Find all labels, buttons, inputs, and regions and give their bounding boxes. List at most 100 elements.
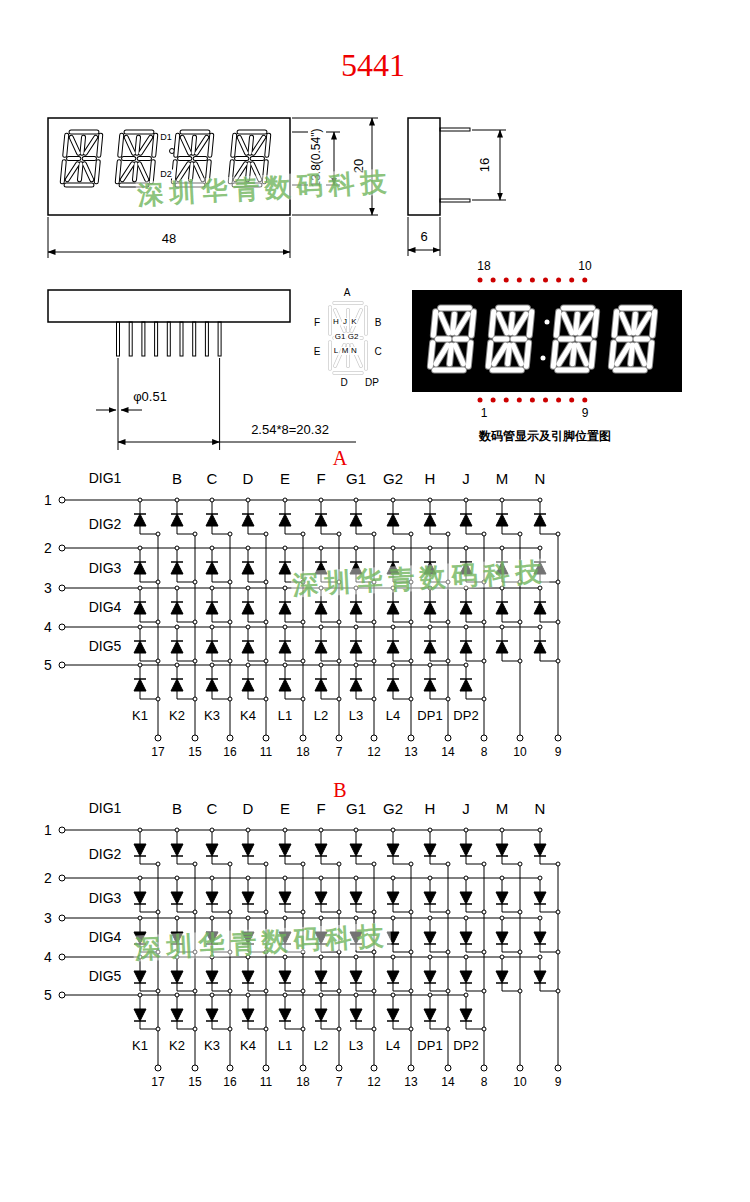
diode-bar bbox=[315, 640, 327, 642]
diode-bar bbox=[242, 513, 254, 515]
diode-symbol bbox=[460, 932, 472, 944]
junction-dot bbox=[301, 989, 305, 993]
segment-wire bbox=[520, 864, 521, 1065]
digit-bus bbox=[65, 548, 540, 549]
extension-line bbox=[326, 132, 340, 133]
junction-dot bbox=[556, 910, 560, 914]
junction-dot bbox=[319, 876, 323, 880]
diode-symbol bbox=[350, 844, 362, 856]
label: E bbox=[279, 471, 291, 486]
diode-symbol bbox=[387, 971, 399, 983]
diode-symbol bbox=[460, 514, 472, 526]
schematic bbox=[59, 827, 561, 1071]
diode-lead bbox=[248, 1021, 266, 1029]
junction-dot bbox=[283, 916, 287, 920]
diode-lead bbox=[393, 944, 411, 952]
segment-outline bbox=[576, 314, 578, 333]
segment-fill bbox=[453, 314, 455, 333]
diode-symbol bbox=[350, 602, 362, 614]
junction-dot bbox=[319, 916, 323, 920]
junction-dot bbox=[464, 663, 468, 667]
junction-dot bbox=[409, 659, 413, 663]
segment-fill bbox=[559, 345, 571, 364]
junction-dot bbox=[464, 916, 468, 920]
diode-bar bbox=[534, 601, 546, 603]
diode-symbol bbox=[424, 971, 436, 983]
diode-symbol bbox=[242, 562, 254, 574]
junction-dot bbox=[193, 659, 197, 663]
diode-bar bbox=[424, 513, 436, 515]
diode-bar bbox=[460, 640, 472, 642]
segment-fill bbox=[649, 343, 651, 367]
part-number-title: 5441 bbox=[340, 49, 406, 81]
segment-wire bbox=[158, 864, 159, 1065]
segment-outline bbox=[120, 135, 122, 155]
junction-dot bbox=[446, 989, 450, 993]
junction-dot bbox=[210, 663, 214, 667]
segment-outline bbox=[80, 164, 82, 180]
segment-outline bbox=[180, 156, 190, 161]
diode-lead bbox=[430, 944, 448, 952]
diode-lead bbox=[430, 983, 448, 991]
junction-dot bbox=[264, 989, 268, 993]
junction-dot bbox=[337, 910, 341, 914]
pin-terminal bbox=[336, 1065, 342, 1071]
pin-terminal bbox=[59, 992, 65, 998]
pin-terminal bbox=[300, 1065, 306, 1071]
digit-bus bbox=[65, 500, 540, 501]
segment-outline bbox=[493, 367, 522, 374]
diode-symbol bbox=[134, 971, 146, 983]
diode-lead bbox=[140, 691, 158, 699]
diode-lead bbox=[321, 983, 339, 991]
segment-fill bbox=[365, 307, 368, 334]
pin-terminal bbox=[445, 1065, 451, 1071]
label: N bbox=[534, 801, 547, 816]
junction-dot bbox=[228, 697, 232, 701]
figure-caption: 数码管显示及引脚位置图 bbox=[478, 430, 612, 442]
junction-dot bbox=[138, 498, 142, 502]
segment-outline bbox=[614, 312, 616, 336]
junction-dot bbox=[175, 993, 179, 997]
label: DIG3 bbox=[88, 891, 123, 905]
diode-symbol bbox=[424, 514, 436, 526]
pin-terminal bbox=[59, 915, 65, 921]
colon-dot bbox=[541, 356, 546, 361]
segment-outline bbox=[471, 312, 473, 336]
segment-fill bbox=[195, 157, 205, 160]
label: 18 bbox=[295, 746, 310, 758]
segment-wire bbox=[558, 864, 559, 1065]
segment-fill bbox=[636, 345, 644, 364]
diode-symbol bbox=[424, 679, 436, 691]
diode-symbol bbox=[350, 892, 362, 904]
label: G1 bbox=[334, 333, 347, 341]
label: 1 bbox=[480, 407, 489, 419]
segment-outline bbox=[117, 162, 119, 182]
pin-terminal bbox=[517, 1065, 523, 1071]
segment-fill bbox=[66, 184, 92, 187]
diode-lead bbox=[212, 653, 230, 661]
diode-symbol bbox=[387, 892, 399, 904]
diode-lead bbox=[177, 574, 195, 582]
segment-wire bbox=[484, 864, 485, 1065]
label: DIG2 bbox=[88, 847, 123, 861]
diode-bar bbox=[171, 513, 183, 515]
segment-outline bbox=[71, 130, 97, 135]
diode-symbol bbox=[206, 679, 218, 691]
junction-dot bbox=[193, 1027, 197, 1031]
junction-dot bbox=[283, 625, 287, 629]
segment-outline bbox=[334, 301, 361, 305]
label: L4 bbox=[385, 1039, 401, 1052]
diode-bar bbox=[387, 601, 399, 603]
segment-fill bbox=[611, 343, 613, 367]
diode-lead bbox=[177, 526, 195, 534]
diode-symbol bbox=[350, 679, 362, 691]
junction-dot bbox=[556, 659, 560, 663]
diode-symbol bbox=[350, 971, 362, 983]
junction-dot bbox=[428, 546, 432, 550]
junction-dot bbox=[409, 620, 413, 624]
label: DIG1 bbox=[88, 471, 123, 485]
segment-fill bbox=[578, 345, 586, 364]
segment-fill bbox=[126, 137, 133, 153]
pin-terminal bbox=[59, 497, 65, 503]
